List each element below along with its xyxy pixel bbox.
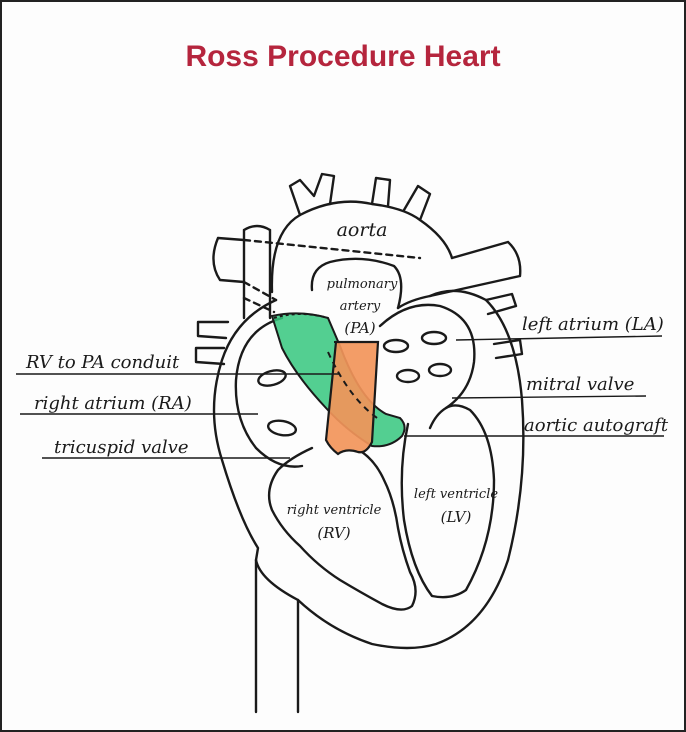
label-mitral-valve: mitral valve (526, 374, 634, 395)
label-pulmonary-artery-line2: artery (340, 299, 381, 314)
la-vessel-opening-4 (429, 364, 451, 376)
label-left-ventricle-line1: left ventricle (414, 487, 498, 502)
label-left-ventricle-line2: (LV) (441, 508, 472, 526)
leader-left-atrium (456, 336, 662, 340)
label-pulmonary-artery-line1: pulmonary (327, 277, 398, 292)
label-left-atrium: left atrium (LA) (522, 314, 664, 335)
descending-aorta (398, 242, 520, 308)
rv-pa-conduit (326, 342, 378, 454)
label-right-ventricle-line2: (RV) (317, 524, 350, 542)
label-right-atrium: right atrium (RA) (34, 393, 192, 414)
label-aorta: aorta (337, 219, 388, 241)
label-tricuspid-valve: tricuspid valve (54, 437, 189, 458)
label-pulmonary-artery-line3: (PA) (344, 319, 375, 337)
label-right-ventricle-line1: right ventricle (287, 503, 382, 518)
left-atrium-wall (380, 305, 474, 428)
ra-vessel-opening-2 (267, 419, 297, 438)
la-vessel-opening-1 (384, 340, 408, 352)
label-rv-pa-conduit: RV to PA conduit (25, 352, 180, 373)
left-branch-vessels (213, 238, 244, 282)
inferior-vena-cava (256, 560, 298, 712)
label-aortic-autograft: aortic autograft (524, 415, 669, 436)
la-vessel-opening-2 (422, 332, 446, 344)
la-vessel-opening-3 (397, 370, 419, 382)
leader-mitral-valve (452, 396, 646, 398)
ra-vessel-opening-1 (257, 368, 288, 389)
